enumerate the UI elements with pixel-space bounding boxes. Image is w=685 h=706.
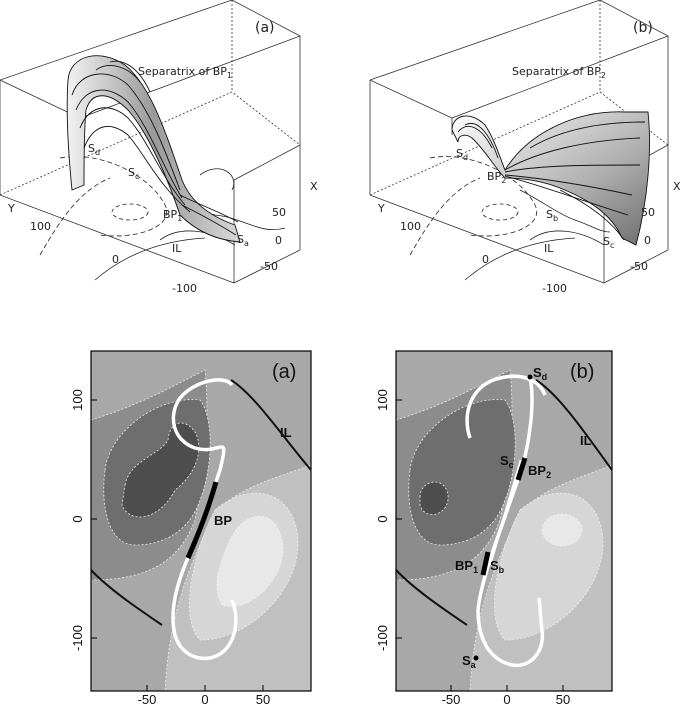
bp2-segment bbox=[515, 457, 528, 481]
label-sb: Sb bbox=[490, 558, 505, 575]
inversion-line bbox=[535, 379, 612, 471]
region-pos-3 bbox=[216, 515, 284, 607]
x-tick-50: 50 bbox=[556, 692, 570, 706]
floor-contours bbox=[39, 149, 286, 281]
floor-contours bbox=[409, 156, 611, 281]
panel-label: (b) bbox=[570, 361, 594, 383]
y-tick-minus100: -100 bbox=[70, 625, 85, 651]
panel-label: (a) bbox=[255, 20, 275, 36]
separatrix-curve-upper bbox=[465, 374, 547, 439]
region-neg-3 bbox=[121, 422, 200, 518]
contour-map bbox=[396, 351, 612, 691]
label-bp2: BP2 bbox=[528, 463, 551, 480]
inversion-line bbox=[230, 379, 311, 471]
y-tick-minus100: -100 bbox=[172, 282, 197, 295]
label-sd: Sd bbox=[88, 142, 100, 157]
panel-bottom-a: (a) IL BP 100 0 -100 -50 0 50 bbox=[70, 350, 312, 706]
y-tick-100: 100 bbox=[375, 389, 390, 411]
x-tick-minus50: -50 bbox=[442, 692, 461, 706]
label-sc: Sc bbox=[500, 453, 514, 470]
y-tick-0: 0 bbox=[112, 253, 119, 266]
label-sd: Sd bbox=[456, 147, 468, 162]
x-tick-50: 50 bbox=[641, 206, 655, 219]
inversion-line bbox=[396, 569, 468, 626]
sd-marker bbox=[527, 374, 533, 380]
y-tick-0: 0 bbox=[70, 515, 85, 522]
region-neg-3 bbox=[419, 481, 449, 515]
y-tick-100: 100 bbox=[70, 389, 85, 411]
label-il: IL bbox=[280, 425, 292, 440]
axis-x-label: X bbox=[673, 180, 681, 193]
axis-x-label: X bbox=[310, 180, 318, 193]
inversion-line bbox=[91, 569, 163, 626]
x-tick-minus50: -50 bbox=[630, 260, 648, 273]
plot-frame bbox=[90, 350, 312, 692]
y-tick-100: 100 bbox=[30, 220, 51, 233]
panel-top-b: (b) Separatrix of BP2 Sd BP2 Sb Sc IL Y … bbox=[369, 0, 681, 295]
panel-label: (a) bbox=[272, 361, 296, 383]
y-tick-minus100: -100 bbox=[375, 625, 390, 651]
label-sa: Sa bbox=[237, 233, 249, 248]
label-sa: Sa bbox=[462, 653, 477, 670]
bp-segment bbox=[185, 481, 219, 559]
axis-y-label: Y bbox=[377, 202, 385, 215]
plot-frame bbox=[395, 350, 613, 692]
label-bp2: BP2 bbox=[487, 170, 506, 185]
y-tick-minus100: -100 bbox=[542, 282, 567, 295]
axis-ticks bbox=[396, 399, 564, 691]
label-il: IL bbox=[172, 242, 182, 255]
label-sb: Sb bbox=[546, 208, 558, 223]
label-bp: BP bbox=[214, 513, 232, 528]
sa-marker bbox=[473, 655, 479, 661]
x-tick-0: 0 bbox=[201, 692, 208, 706]
y-tick-0: 0 bbox=[375, 515, 390, 522]
x-tick-minus50: -50 bbox=[260, 260, 278, 273]
x-tick-50: 50 bbox=[256, 692, 270, 706]
contour-map bbox=[91, 351, 311, 691]
separatrix-link bbox=[488, 459, 523, 566]
bp1-segment bbox=[480, 551, 491, 576]
label-sd: Sd bbox=[533, 365, 547, 382]
x-tick-50: 50 bbox=[272, 206, 286, 219]
label-il: IL bbox=[544, 242, 554, 255]
label-il: IL bbox=[580, 433, 592, 448]
label-sc: Sc bbox=[603, 235, 614, 250]
axis-y-label: Y bbox=[7, 202, 15, 215]
separatrix-sheet-bp1 bbox=[66, 55, 241, 243]
label-bp1: BP1 bbox=[455, 558, 478, 575]
separatrix-curve-lower bbox=[476, 377, 545, 667]
y-tick-100: 100 bbox=[400, 220, 421, 233]
separatrix-title: Separatrix of BP1 bbox=[138, 65, 232, 80]
x-tick-0: 0 bbox=[503, 692, 510, 706]
label-bp1: BP1 bbox=[163, 208, 182, 223]
region-pos-3 bbox=[541, 513, 583, 547]
x-tick-0: 0 bbox=[644, 234, 651, 247]
y-tick-0: 0 bbox=[482, 253, 489, 266]
panel-bottom-b: (b) IL Sd Sc BP2 BP1 Sb Sa 100 0 -100 -5… bbox=[375, 350, 613, 706]
separatrix-title: Separatrix of BP2 bbox=[512, 65, 606, 80]
separatrix-sheet-bp2 bbox=[451, 111, 650, 246]
label-sc: Sc bbox=[128, 166, 139, 181]
panel-label: (b) bbox=[633, 20, 653, 36]
axis-ticks bbox=[91, 399, 264, 691]
panel-top-a: (a) Separatrix of BP1 Sd Sc BP1 Sa IL Y … bbox=[0, 0, 318, 295]
x-tick-minus50: -50 bbox=[138, 692, 157, 706]
x-tick-0: 0 bbox=[275, 234, 282, 247]
